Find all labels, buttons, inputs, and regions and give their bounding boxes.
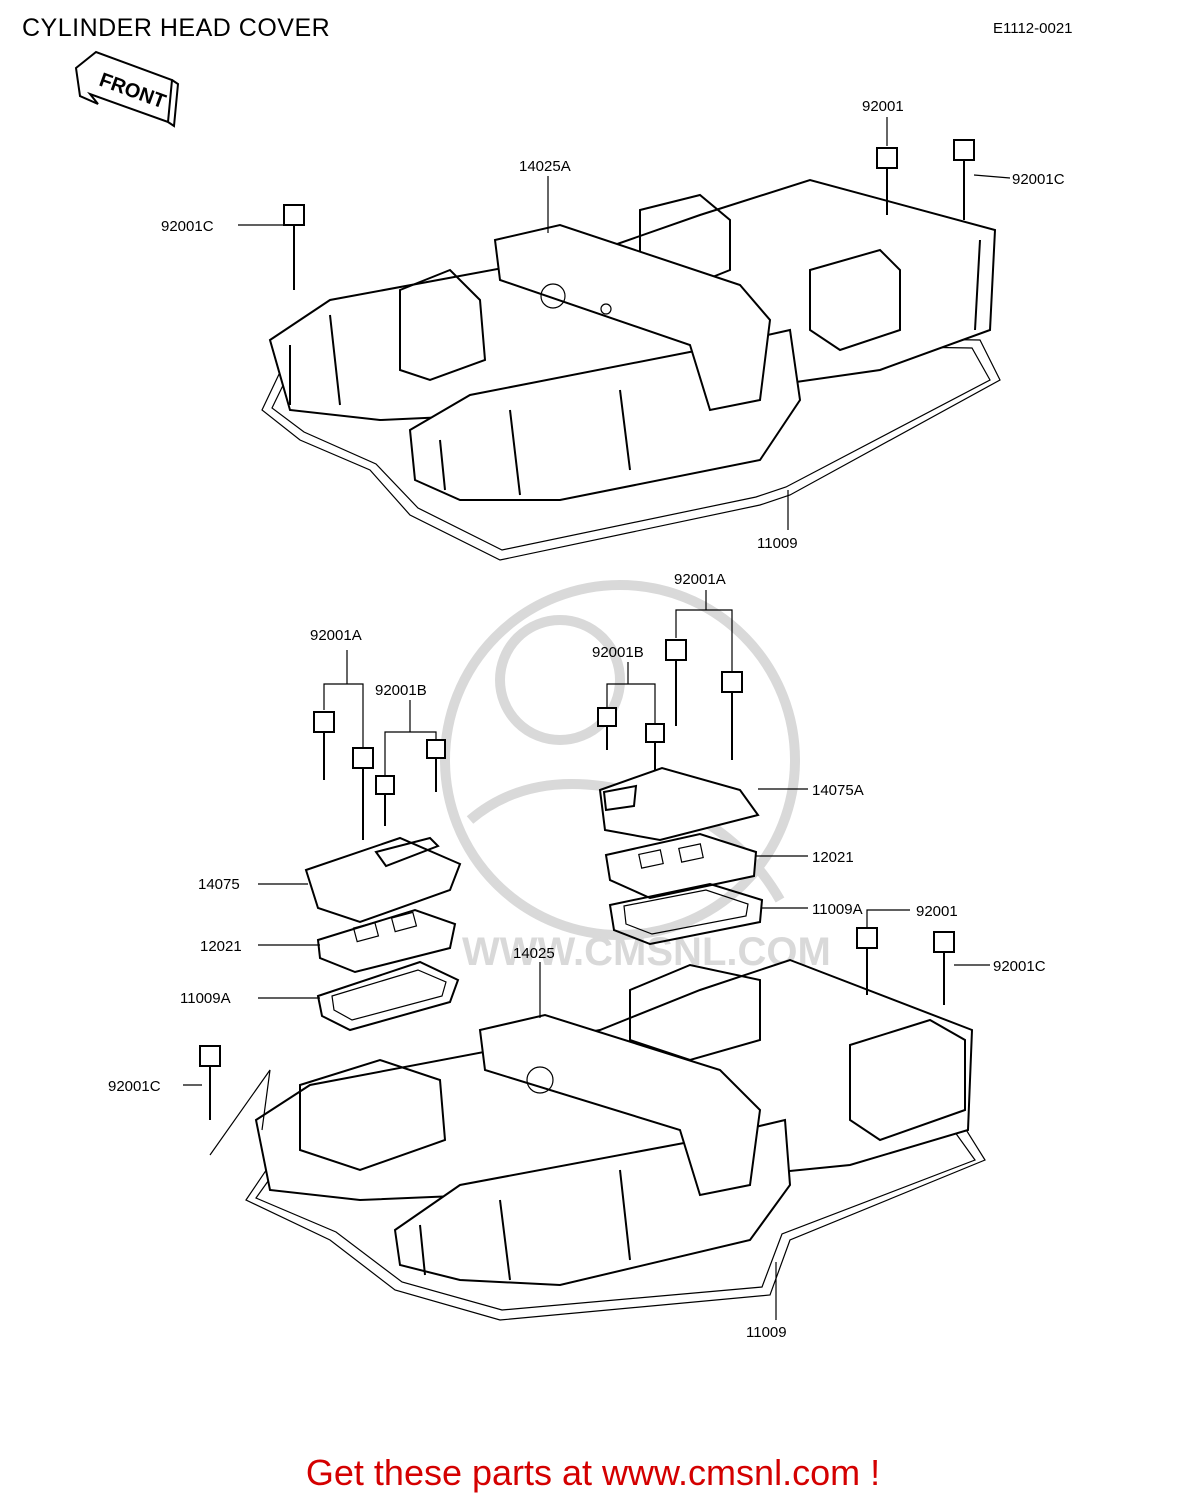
plate-12021-left <box>316 908 457 974</box>
gasket-11009a-right <box>608 882 764 946</box>
label-bolt-92001c-lower-left: 92001C <box>108 1078 161 1095</box>
breather-cover-14075a <box>598 766 760 842</box>
diagram-code: E1112-0021 <box>993 20 1073 37</box>
label-bolt-92001c-lower-right: 92001C <box>993 958 1046 975</box>
bolt-icon <box>352 747 374 840</box>
bolt-icon <box>375 775 395 826</box>
footer-link[interactable]: Get these parts at www.cmsnl.com ! <box>305 1452 881 1493</box>
bolt-icon <box>721 671 743 760</box>
label-gasket-11009a-left: 11009A <box>180 990 231 1007</box>
bolt-icon <box>597 707 617 750</box>
label-plate-12021-left: 12021 <box>200 938 242 955</box>
breather-cover-14075 <box>304 836 462 924</box>
label-bolt-92001a-right: 92001A <box>674 571 726 588</box>
bolt-icon <box>856 927 878 995</box>
label-bolt-92001a-left: 92001A <box>310 627 362 644</box>
label-gasket-11009-lower: 11009 <box>746 1324 787 1341</box>
label-breather-14075a: 14075A <box>812 782 864 799</box>
bolt-icon <box>313 711 335 780</box>
label-bolt-92001c-upper-right: 92001C <box>1012 171 1065 188</box>
front-arrow-icon: FRONT <box>74 50 180 128</box>
label-bolt-92001c-upper-left: 92001C <box>161 218 214 235</box>
label-bolt-92001b-right: 92001B <box>592 644 644 661</box>
label-cover-14025: 14025 <box>513 945 555 962</box>
upper-assembly: 14025A 92001 92001C 92001C 11009 <box>161 98 1065 561</box>
bolt-icon <box>199 1045 221 1120</box>
upper-cover-14025a <box>493 223 772 412</box>
plate-12021-right <box>604 832 758 900</box>
parts-diagram: WWW.CMSNL.COM FRONT <box>74 50 1065 1341</box>
label-plate-12021-right: 12021 <box>812 849 854 866</box>
gasket-11009a-left <box>316 960 460 1032</box>
label-gasket-11009a-right: 11009A <box>812 901 863 918</box>
lower-assembly: 92001A 92001B 92001A 92001B 14075 14075A… <box>108 571 1046 1341</box>
page-title: CYLINDER HEAD COVER <box>22 14 331 42</box>
label-gasket-11009-upper: 11009 <box>757 535 798 552</box>
bolt-icon <box>283 204 305 290</box>
label-bolt-92001-lower: 92001 <box>916 903 958 920</box>
bolt-icon <box>953 139 975 220</box>
bolt-icon <box>665 639 687 726</box>
lower-cover-14025 <box>478 1013 762 1197</box>
label-bolt-92001-upper: 92001 <box>862 98 904 115</box>
bolt-icon <box>645 723 665 772</box>
bolt-icon <box>876 147 898 215</box>
label-breather-14075: 14075 <box>198 876 240 893</box>
bolt-icon <box>933 931 955 1005</box>
label-cover-14025a: 14025A <box>519 158 571 175</box>
label-bolt-92001b-left: 92001B <box>375 682 427 699</box>
